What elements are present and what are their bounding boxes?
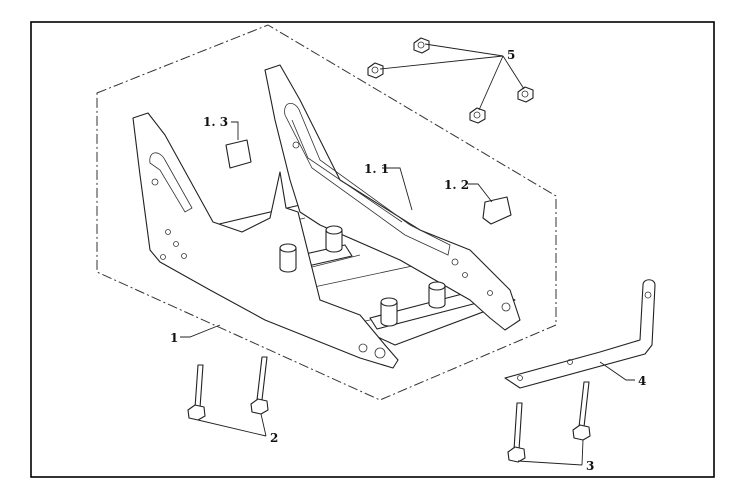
callout-1: 1 — [170, 331, 178, 345]
diagram-frame — [30, 21, 715, 478]
pad-1-2 — [482, 196, 512, 225]
rail-studs — [279, 225, 446, 327]
nuts — [367, 37, 534, 124]
callout-2: 2 — [270, 431, 278, 445]
callout-1-1: 1. 1 — [364, 162, 389, 176]
bolts-2 — [187, 356, 269, 421]
callout-1-3: 1. 3 — [203, 115, 228, 129]
pad-1-3 — [225, 139, 252, 169]
l-bracket-4 — [504, 279, 656, 389]
callout-3: 3 — [586, 459, 594, 473]
leader-lines — [180, 43, 635, 466]
callout-5: 5 — [507, 48, 515, 62]
bolts-3 — [507, 381, 591, 463]
callout-labels: 5 1. 3 1. 1 1. 2 1 2 3 4 — [170, 48, 646, 473]
mounting-bracket — [132, 64, 521, 369]
callout-4: 4 — [638, 374, 646, 388]
callout-1-2: 1. 2 — [444, 178, 469, 192]
assembly-boundary — [96, 24, 557, 401]
